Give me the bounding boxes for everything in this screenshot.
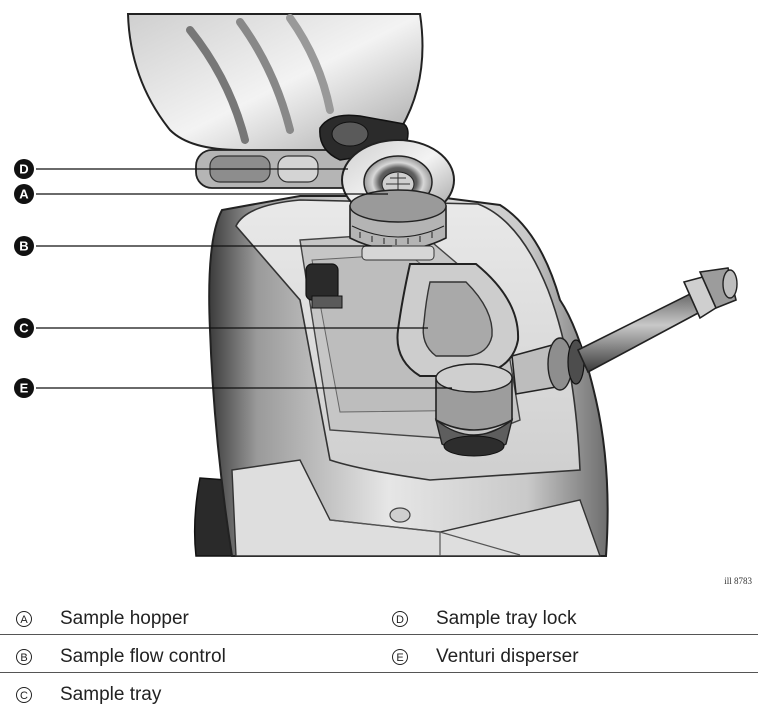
svg-text:B: B	[19, 239, 28, 254]
callout-marker-d: D	[14, 159, 34, 179]
legend-row: A Sample hopper D Sample tray lock	[0, 600, 758, 635]
legend-label: Sample hopper	[60, 608, 189, 630]
svg-text:D: D	[19, 162, 28, 177]
legend-letter: C	[16, 687, 32, 703]
legend-letter: E	[392, 649, 408, 665]
device-illustration: D A B C E	[0, 0, 758, 580]
venturi-disperser	[436, 364, 512, 456]
callout-marker-e: E	[14, 378, 34, 398]
legend-letter: B	[16, 649, 32, 665]
callout-marker-b: B	[14, 236, 34, 256]
svg-text:C: C	[19, 321, 29, 336]
legend-letter: D	[392, 611, 408, 627]
legend-item-c: C Sample tray	[16, 684, 161, 706]
legend-item-a: A Sample hopper	[16, 608, 189, 630]
legend-label: Sample tray lock	[436, 608, 576, 630]
sample-flow-control	[350, 190, 446, 260]
callout-marker-a: A	[14, 184, 34, 204]
legend-item-b: B Sample flow control	[16, 646, 226, 668]
legend-label: Sample tray	[60, 684, 161, 706]
legend-row: C Sample tray	[0, 676, 758, 710]
figure-id: ill 8783	[724, 576, 752, 586]
legend-label: Venturi disperser	[436, 646, 579, 668]
legend-row: B Sample flow control E Venturi disperse…	[0, 638, 758, 673]
legend: A Sample hopper D Sample tray lock B Sam…	[0, 600, 758, 710]
legend-label: Sample flow control	[60, 646, 226, 668]
svg-text:A: A	[19, 187, 29, 202]
svg-text:E: E	[20, 381, 29, 396]
legend-item-d: D Sample tray lock	[392, 608, 576, 630]
legend-item-e: E Venturi disperser	[392, 646, 579, 668]
legend-letter: A	[16, 611, 32, 627]
callout-marker-c: C	[14, 318, 34, 338]
